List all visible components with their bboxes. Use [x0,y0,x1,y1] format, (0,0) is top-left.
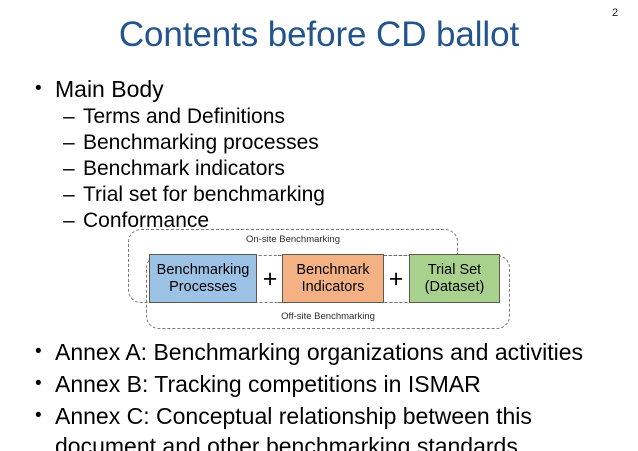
bullet-annex-c: • Annex C: Conceptual relationship betwe… [30,401,620,451]
dash-marker: – [63,183,75,206]
sub-bullet-terms-and-definitions: – Terms and Definitions [63,104,623,130]
node-line-2: (Dataset) [424,278,485,295]
node-line-1: Benchmarking [156,261,250,278]
offsite-benchmarking-label: Off-site Benchmarking [281,311,375,322]
bullet-annex-a-label: Annex A: Benchmarking organizations and … [55,339,584,365]
node-benchmark-indicators: Benchmark Indicators [282,254,384,303]
bullet-marker: • [35,341,42,362]
dash-marker: – [63,105,75,128]
sub-bullet-label: Terms and Definitions [83,105,285,128]
sub-bullet-label: Conformance [83,209,210,232]
node-line-2: Indicators [301,278,365,295]
sub-bullet-label: Benchmarking processes [83,131,319,154]
bullet-marker: • [35,405,42,426]
sub-bullet-benchmark-indicators: – Benchmark indicators [63,156,623,182]
bullet-main-body: • Main Body [30,74,630,104]
node-trial-set: Trial Set (Dataset) [409,254,500,303]
bullet-annex-c-label: Annex C: Conceptual relationship between… [55,403,532,451]
page-number: 2 [611,7,619,19]
plus-operator-2: + [388,265,404,293]
sub-bullet-label: Trial set for benchmarking [83,183,325,206]
bullet-annex-b-label: Annex B: Tracking competitions in ISMAR [55,371,481,397]
plus-operator-1: + [262,265,278,293]
node-benchmarking-processes: Benchmarking Processes [149,254,257,303]
node-line-1: Trial Set [427,261,482,278]
onsite-benchmarking-label: On-site Benchmarking [246,234,340,245]
sub-bullet-conformance: – Conformance [63,208,623,234]
bullet-marker: • [35,78,42,99]
benchmarking-diagram: On-site Benchmarking Off-site Benchmarki… [128,229,510,329]
bullet-main-body-label: Main Body [55,76,164,102]
sub-bullet-trial-set-for-benchmarking: – Trial set for benchmarking [63,182,623,208]
dash-marker: – [63,209,75,232]
node-line-2: Processes [169,278,237,295]
node-line-1: Benchmark [296,261,370,278]
page-title: Contents before CD ballot [118,15,520,54]
bullet-annex-a: • Annex A: Benchmarking organizations an… [30,337,630,367]
sub-bullet-benchmarking-processes: – Benchmarking processes [63,130,623,156]
bullet-annex-b: • Annex B: Tracking competitions in ISMA… [30,369,630,399]
sub-bullet-label: Benchmark indicators [83,157,285,180]
dash-marker: – [63,131,75,154]
bullet-marker: • [35,373,42,394]
dash-marker: – [63,157,75,180]
